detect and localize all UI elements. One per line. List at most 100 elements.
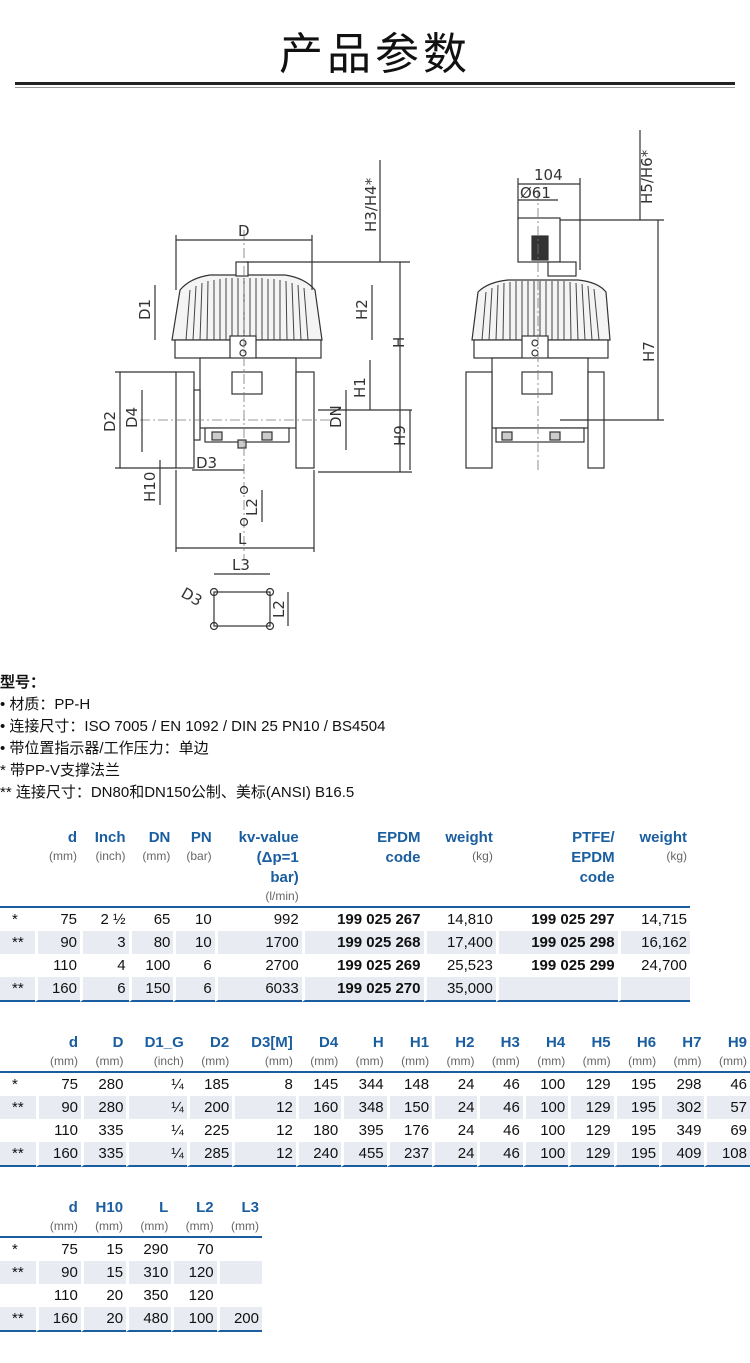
table-cell: 310 <box>126 1261 172 1284</box>
dim-H10: H10 <box>141 472 159 502</box>
dimensions-table: d(mm)D(mm)D1_G(inch)D2(mm)D3[M](mm)D4(mm… <box>0 1033 750 1167</box>
column-header: H6(mm) <box>613 1033 660 1073</box>
spec-section: 型号： • 材质：PP-H • 连接尺寸：ISO 7005 / EN 1092 … <box>0 672 750 804</box>
column-unit: (mm) <box>401 1054 430 1068</box>
table-cell: 160 <box>35 977 80 1002</box>
column-unit: (kg) <box>666 849 687 863</box>
column-header: d(mm) <box>35 828 80 908</box>
column-header: L(mm) <box>126 1198 172 1238</box>
column-header-label: L2 <box>196 1199 214 1216</box>
table-cell: 20 <box>80 1307 127 1332</box>
table-cell: 129 <box>585 1076 611 1093</box>
table-cell: 348 <box>341 1096 387 1119</box>
column-header: D4(mm) <box>295 1033 342 1073</box>
column-header <box>0 1198 36 1238</box>
table-cell: 237 <box>386 1142 433 1167</box>
column-header-label: H4 <box>546 1034 566 1051</box>
table-cell: 100 <box>522 1142 569 1167</box>
table-cell: 12 <box>232 1096 296 1119</box>
codes-table: d(mm)Inch(inch)DN(mm)PN(bar)kv-value(Δp=… <box>0 828 690 1002</box>
column-header-label: Inch <box>94 829 126 846</box>
table-cell: 100 <box>522 1096 569 1119</box>
column-header-label: H3 <box>500 1034 520 1051</box>
column-unit: (inch) <box>95 849 126 863</box>
table-cell: 100 <box>145 957 171 974</box>
table-cell: 148 <box>404 1076 430 1093</box>
dim-H9: H9 <box>391 425 409 446</box>
table-cell: 17,400 <box>423 931 496 954</box>
column-header: H(mm) <box>341 1033 387 1073</box>
column-unit: (mm) <box>142 849 171 863</box>
table-cell: 129 <box>568 1096 614 1119</box>
column-unit: (l/min) <box>265 889 299 903</box>
row-mark: ** <box>0 1142 36 1167</box>
column-unit: (mm) <box>264 1054 293 1068</box>
column-header: weight(kg) <box>617 828 690 908</box>
dim-H: H <box>390 337 408 348</box>
column-header-label: H5 <box>591 1034 611 1051</box>
table-cell: 199 025 269 <box>337 957 421 974</box>
spec-line: * 带PP-V支撑法兰 <box>0 762 121 779</box>
table-cell <box>216 1261 262 1284</box>
table-cell: 302 <box>659 1096 705 1119</box>
table-cell: 90 <box>35 931 80 954</box>
column-header-label: D4 <box>319 1034 339 1051</box>
dim-D3: D3 <box>196 454 217 472</box>
table-cell: 14,810 <box>446 911 493 928</box>
column-header-label: kv-value <box>238 829 299 846</box>
column-unit: (mm) <box>95 1219 124 1233</box>
table-cell: 280 <box>81 1096 127 1119</box>
table-cell: 10 <box>195 911 212 928</box>
table-cell: 46 <box>503 1076 520 1093</box>
table-cell: 480 <box>126 1307 172 1332</box>
table-cell: 185 <box>204 1076 230 1093</box>
row-mark: * <box>12 1076 18 1093</box>
column-header-label: weight <box>445 829 493 846</box>
table-cell: ¼ <box>171 1122 184 1139</box>
table-cell <box>617 977 690 1002</box>
column-unit: (mm) <box>50 1054 79 1068</box>
table-cell: 110 <box>53 957 77 974</box>
dim-H1: H1 <box>351 377 369 398</box>
column-header: d(mm) <box>35 1033 82 1073</box>
column-header: H5 (mm) <box>568 1033 614 1073</box>
table-cell: 120 <box>171 1261 217 1284</box>
table-cell: 195 <box>613 1096 660 1119</box>
table-cell: 24 <box>432 1096 478 1119</box>
column-header-label: H9 <box>727 1034 747 1051</box>
table-cell: 100 <box>540 1122 566 1139</box>
dim-D4: D4 <box>123 407 141 428</box>
table-cell: 24 <box>457 1076 475 1093</box>
table-cell: 6 <box>80 977 129 1002</box>
table-cell: 285 <box>186 1142 233 1167</box>
table-cell: 20 <box>106 1287 124 1304</box>
column-header: H1(mm) <box>386 1033 433 1073</box>
spec-line: • 带位置指示器/工作压力：单边 <box>0 740 209 757</box>
column-header: D(mm) <box>81 1033 127 1073</box>
row-mark <box>0 1119 36 1142</box>
table-cell: 46 <box>477 1142 523 1167</box>
table-cell: 120 <box>188 1287 214 1304</box>
column-unit: (mm) <box>582 1054 611 1068</box>
row-mark: ** <box>0 1261 36 1284</box>
table-cell: 2700 <box>265 957 299 974</box>
table-cell: 90 <box>35 1096 82 1119</box>
table-cell: ¼ <box>126 1096 187 1119</box>
dim-104: 104 <box>534 166 563 184</box>
table-cell: 16,162 <box>617 931 690 954</box>
dim-DN: DN <box>327 405 345 428</box>
table-cell: 150 <box>386 1096 433 1119</box>
dim-D1: D1 <box>136 299 154 320</box>
column-header: D1_G(inch) <box>126 1033 187 1073</box>
dim-H3H4: H3/H4* <box>362 177 380 232</box>
column-header-label: d <box>67 829 77 846</box>
table-cell: 195 <box>631 1122 657 1139</box>
dim-D2: D2 <box>101 411 119 432</box>
column-header <box>0 828 36 908</box>
